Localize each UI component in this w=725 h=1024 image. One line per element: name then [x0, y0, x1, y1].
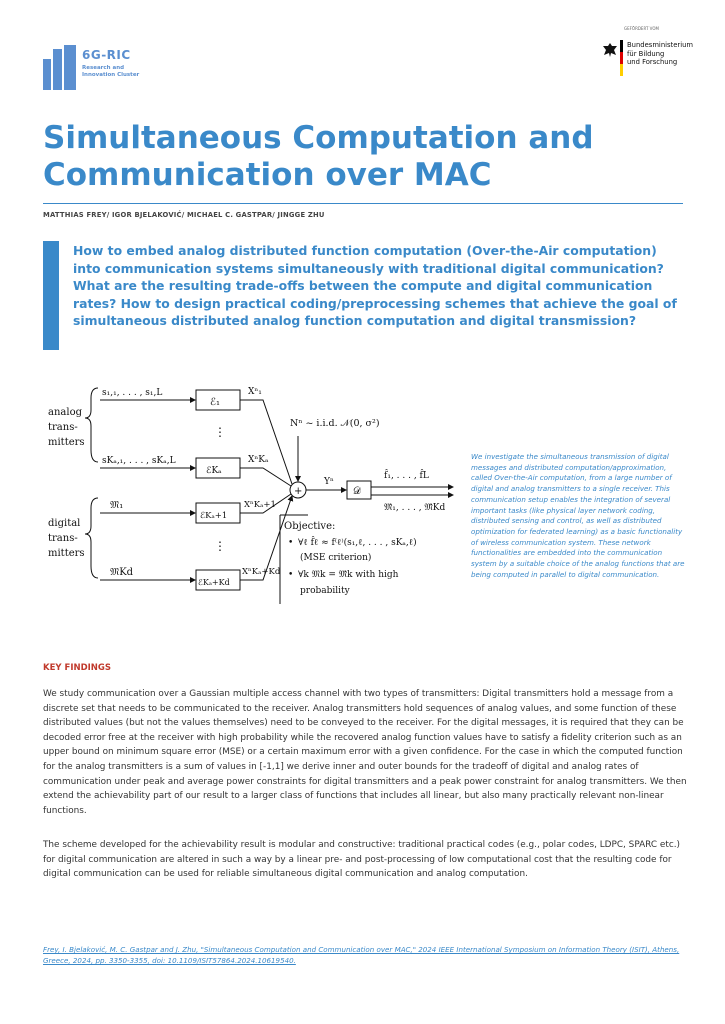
cluster-logo-icon	[43, 45, 76, 90]
vertical-dots: ⋮	[214, 425, 226, 439]
eagle-icon	[603, 43, 617, 57]
objective-heading: Objective:	[284, 521, 335, 532]
citation-link[interactable]: Frey, I. Bjelaković, M. C. Gastpar and J…	[43, 945, 680, 966]
signal-x1: Xⁿ₁	[248, 387, 262, 397]
question-accent-bar	[43, 241, 59, 350]
svg-text:trans-: trans-	[48, 533, 78, 544]
svg-text:•: •	[288, 538, 293, 548]
research-question: How to embed analog distributed function…	[73, 243, 677, 328]
signal-xka1: XⁿKₐ+1	[244, 500, 276, 510]
svg-text:trans-: trans-	[48, 422, 78, 433]
objective-mse: ∀ℓ f̂ℓ ≈ f⁽ℓ⁾(s₁,ℓ, . . . , sKₐ,ℓ)	[298, 536, 417, 548]
svg-text:•: •	[288, 570, 293, 580]
svg-text:mitters: mitters	[48, 437, 85, 448]
key-findings-paragraph-2: The scheme developed for the achievabili…	[43, 840, 681, 880]
objective-messages-note: probability	[300, 586, 351, 596]
analog-label: analog trans- mitters	[48, 407, 85, 448]
flag-icon	[620, 40, 623, 76]
cluster-logo: 6G-RIC Research and Innovation Cluster	[43, 45, 193, 90]
digital-input-1: 𝔐₁	[110, 499, 123, 511]
vertical-dots: ⋮	[214, 539, 226, 553]
encoder-1: ℰ₁	[210, 397, 220, 408]
output-functions: f̂₁, . . . , f̂L	[384, 469, 429, 481]
svg-text:digital: digital	[48, 518, 80, 529]
received-signal: Yⁿ	[323, 477, 334, 487]
decoder-label: 𝒟	[353, 486, 361, 497]
encoder-ka: ℰKₐ	[206, 466, 222, 476]
system-diagram: analog trans- mitters digital trans- mit…	[48, 387, 454, 604]
svg-text:mitters: mitters	[48, 548, 85, 559]
noise-label: Nⁿ ~ i.i.d. 𝒩(0, σ²)	[290, 418, 380, 429]
analog-input-1: s₁,₁, . . . , s₁,L	[102, 388, 162, 398]
adder-symbol: +	[294, 486, 302, 497]
logo-title: 6G-RIC	[82, 48, 131, 62]
signal-xka: XⁿKₐ	[248, 455, 269, 465]
digital-input-kd: 𝔐Kd	[110, 566, 134, 578]
svg-text:analog: analog	[48, 407, 83, 418]
key-findings-heading: KEY FINDINGS	[43, 663, 112, 673]
summary-text: We investigate the simultaneous transmis…	[471, 452, 685, 579]
output-messages: 𝔐̂₁, . . . , 𝔐̂Kd	[384, 502, 446, 513]
sponsor-name: Bundesministerium für Bildung und Forsch…	[627, 41, 694, 66]
objective-mse-note: (MSE criterion)	[300, 552, 371, 563]
analog-input-ka: sKₐ,₁, . . . , sKₐ,L	[102, 456, 176, 466]
signal-xkakd: XⁿKₐ+Kd	[242, 567, 281, 577]
logo-subtitle: Research and Innovation Cluster	[82, 65, 140, 78]
encoder-ka1: ℰKₐ+1	[200, 511, 227, 521]
digital-label: digital trans- mitters	[48, 518, 85, 559]
authors: MATTHIAS FREY/ IGOR BJELAKOVIĆ/ MICHAEL …	[43, 211, 325, 219]
sponsor-note: GEFÖRDERT VOM	[624, 26, 659, 31]
sponsor-logo: GEFÖRDERT VOM Bundesministerium für Bild…	[602, 26, 712, 86]
objective-messages: ∀k 𝔐k = 𝔐̂k with high	[298, 569, 399, 580]
encoder-kakd: ℰKₐ+Kd	[198, 578, 230, 587]
title-divider	[43, 203, 683, 204]
page-title: Simultaneous Computation and Communicati…	[43, 120, 594, 193]
key-findings-paragraph-1: We study communication over a Gaussian m…	[43, 689, 687, 816]
